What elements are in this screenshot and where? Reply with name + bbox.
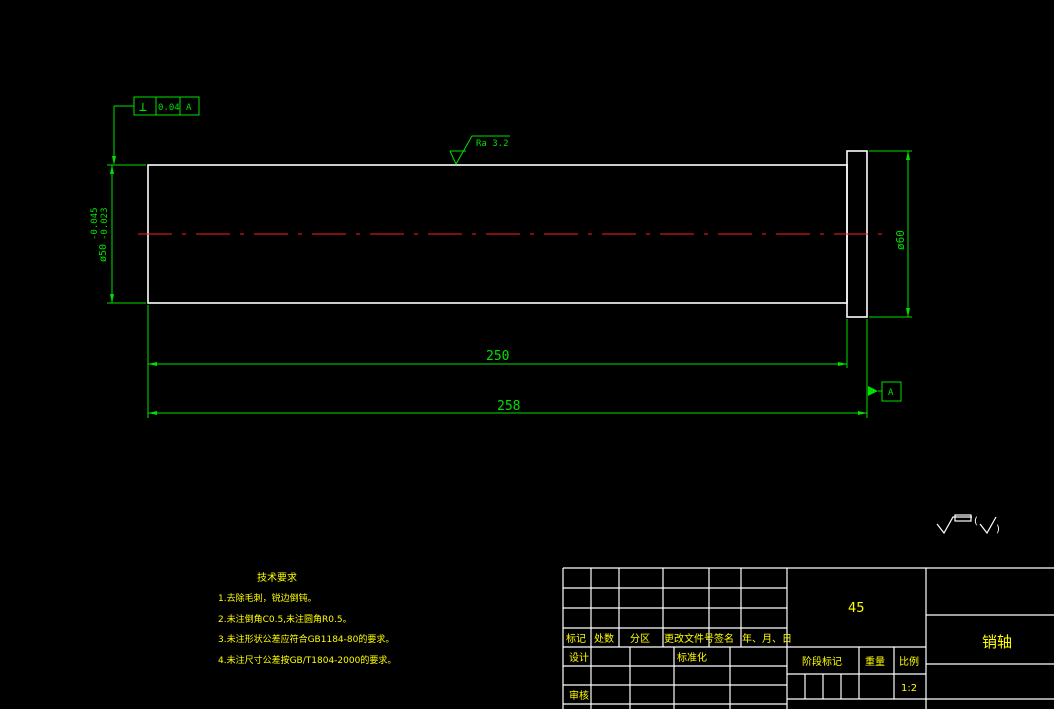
part-name: 销轴 (982, 633, 1012, 651)
dim-250-text: 250 (486, 349, 509, 364)
svg-text:ø50: ø50 (98, 244, 109, 262)
tech-requirements-title: 技术要求 (257, 571, 297, 584)
title-block: 标记 处数 分区 更改文件号 签名 年、月、日 设计 标准化 审核 阶段标记 重… (562, 567, 1054, 709)
tech-requirement-3: 3.未注形状公差应符合GB1184-80的要求。 (218, 633, 394, 645)
review-label: 审核 (569, 689, 589, 702)
roughness-symbol: Ra 3.2 (449, 135, 510, 166)
datum-label: A (888, 388, 894, 398)
right-diameter-dimension: ø60 (869, 150, 912, 318)
dim-258-text: 258 (497, 399, 520, 414)
svg-text:): ) (996, 524, 1000, 535)
tech-requirements: 技术要求 1.去除毛刺，锐边倒钝。 2.未注倒角C0.5,未注圆角R0.5。 3… (218, 571, 396, 666)
tolerance-value: 0.04 (158, 103, 180, 113)
tolerance-datum: A (186, 103, 192, 113)
scale-value: 1:2 (901, 683, 917, 694)
tech-requirement-1: 1.去除毛刺，锐边倒钝。 (218, 592, 317, 604)
rev-header-zone: 分区 (630, 633, 650, 645)
roughness-value: Ra 3.2 (476, 139, 509, 149)
left-diameter-dimension: ø50 -0.045 -0.023 (90, 164, 146, 304)
tech-requirement-4: 4.未注尺寸公差按GB/T1804-2000的要求。 (218, 654, 396, 666)
stage-mark-label: 阶段标记 (802, 655, 842, 668)
diameter-left-lower: -0.023 (100, 207, 110, 240)
material: 45 (848, 601, 865, 616)
datum-a: A (868, 381, 902, 402)
design-label: 设计 (569, 651, 589, 664)
standardize-label: 标准化 (677, 651, 707, 664)
perpendicularity-symbol: ⊥ (139, 100, 147, 115)
tech-requirement-2: 2.未注倒角C0.5,未注圆角R0.5。 (218, 613, 352, 625)
length-dimension-250: 250 (147, 305, 848, 418)
diameter-right: ø60 (894, 230, 907, 250)
diameter-left-upper: -0.045 (90, 207, 100, 240)
rev-header-doc: 更改文件号 (664, 632, 714, 645)
tolerance-frame: ⊥ 0.04 A (112, 96, 200, 165)
rev-header-count: 处数 (594, 632, 614, 645)
scale-label: 比例 (899, 655, 919, 668)
svg-text:(: ( (974, 516, 978, 527)
weight-label: 重量 (865, 655, 885, 668)
general-roughness-mark: ( ) (936, 514, 1000, 535)
rev-header-mark: 标记 (566, 633, 586, 645)
rev-header-date: 年、月、日 (742, 632, 792, 645)
diameter-left-base: ø50 (98, 244, 109, 262)
length-dimension-258: 258 (148, 319, 868, 418)
rev-header-sign: 签名 (714, 632, 734, 645)
